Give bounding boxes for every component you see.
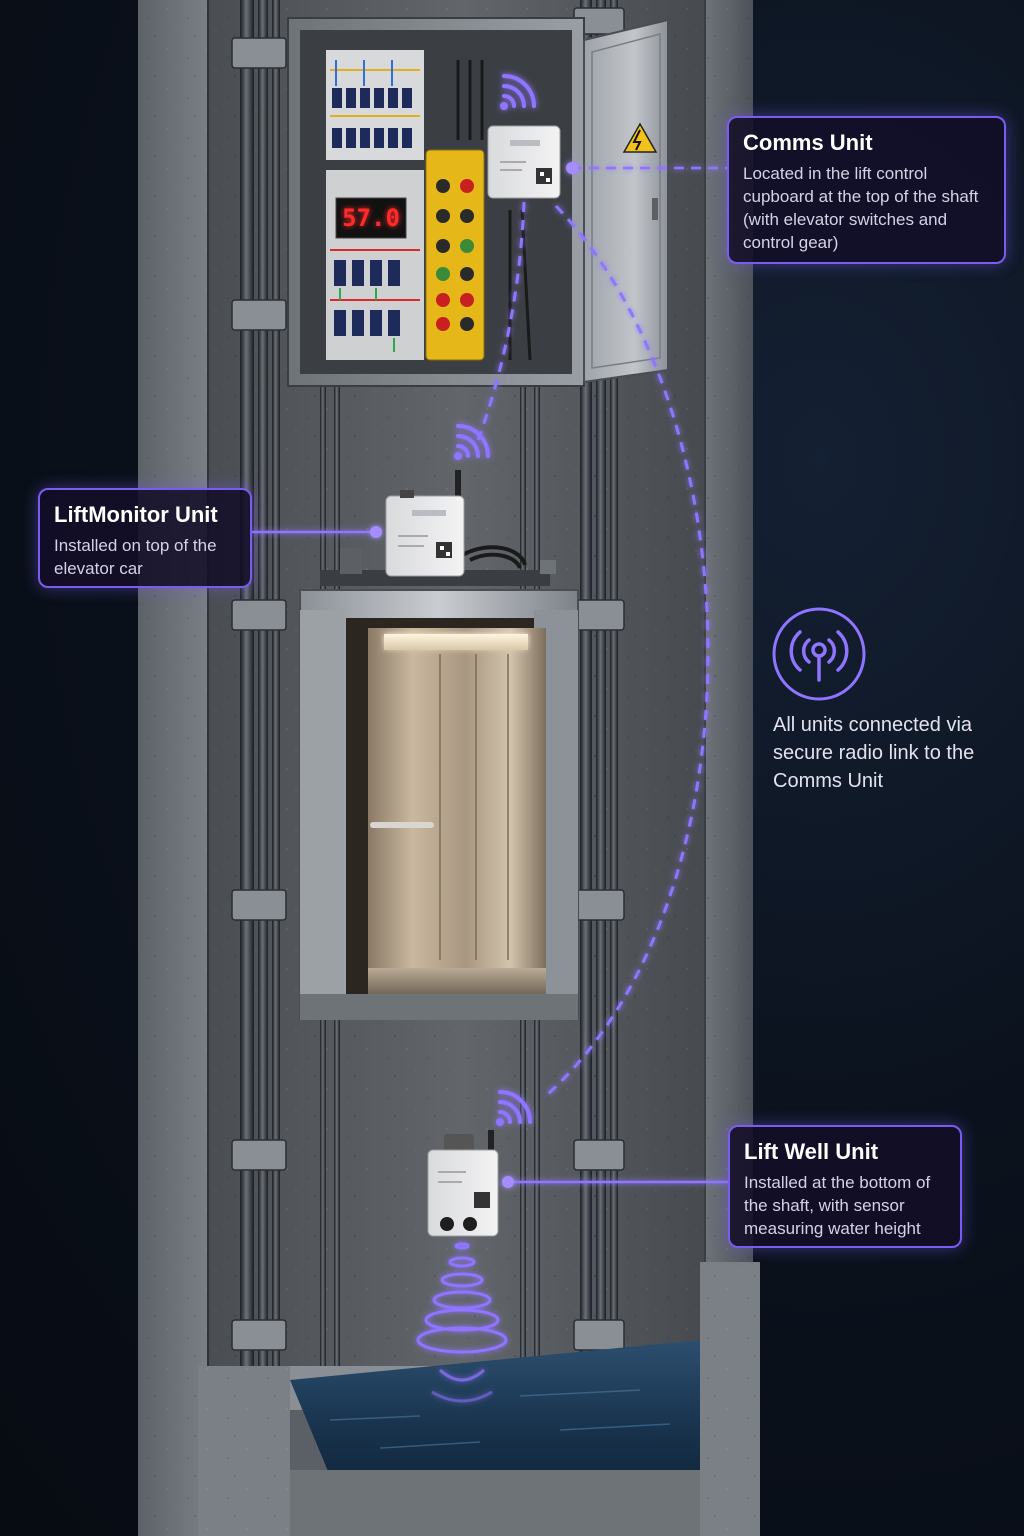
liftmonitor-unit-title: LiftMonitor Unit	[54, 502, 218, 527]
radio-links	[476, 201, 710, 1096]
comms-unit-callout: Comms Unit Located in the lift control c…	[727, 116, 1006, 264]
ultrasonic-wave-icon	[416, 1242, 508, 1403]
liftwell-anchor-dot	[502, 1176, 514, 1188]
lift-well-unit-title: Lift Well Unit	[744, 1139, 879, 1164]
liftmonitor-unit-device	[385, 470, 465, 577]
liftmonitor-anchor-dot	[370, 526, 382, 538]
lift-pit	[198, 1262, 760, 1536]
liftmonitor-unit-description: Installed on top of the elevator car	[54, 536, 217, 578]
meter-reading: 57.0	[342, 204, 400, 232]
liftmonitor-unit-callout: LiftMonitor Unit Installed on top of the…	[38, 488, 252, 588]
comms-unit-title: Comms Unit	[743, 130, 873, 155]
lift-well-unit-device	[427, 1130, 499, 1237]
control-button-panel	[425, 149, 485, 361]
electrical-hazard-icon	[622, 122, 658, 153]
control-cupboard: 57.0	[287, 17, 669, 387]
comms-unit-device	[487, 125, 561, 199]
meter-display	[335, 197, 407, 239]
cupboard-door	[583, 18, 669, 384]
lift-well-unit-callout: Lift Well Unit Installed at the bottom o…	[728, 1125, 962, 1248]
wifi-signal-icon-well-dot	[496, 1118, 504, 1126]
radio-link-note: All units connected via secure radio lin…	[773, 714, 975, 792]
radio-tower-icon	[772, 607, 866, 701]
wifi-signal-icon	[502, 74, 536, 108]
callout-connectors	[252, 166, 728, 1184]
wifi-signal-icon-car	[456, 424, 490, 458]
lift-well-unit-description: Installed at the bottom of the shaft, wi…	[744, 1173, 931, 1238]
comms-anchor-dot	[566, 162, 578, 174]
wifi-signal-icon-car-dot	[454, 452, 462, 460]
comms-unit-description: Located in the lift control cupboard at …	[743, 164, 979, 252]
wifi-signal-icon-dot	[500, 102, 508, 110]
wifi-signal-icon-well	[498, 1090, 532, 1124]
elevator-car	[299, 589, 579, 1020]
pit-water	[290, 1340, 700, 1500]
